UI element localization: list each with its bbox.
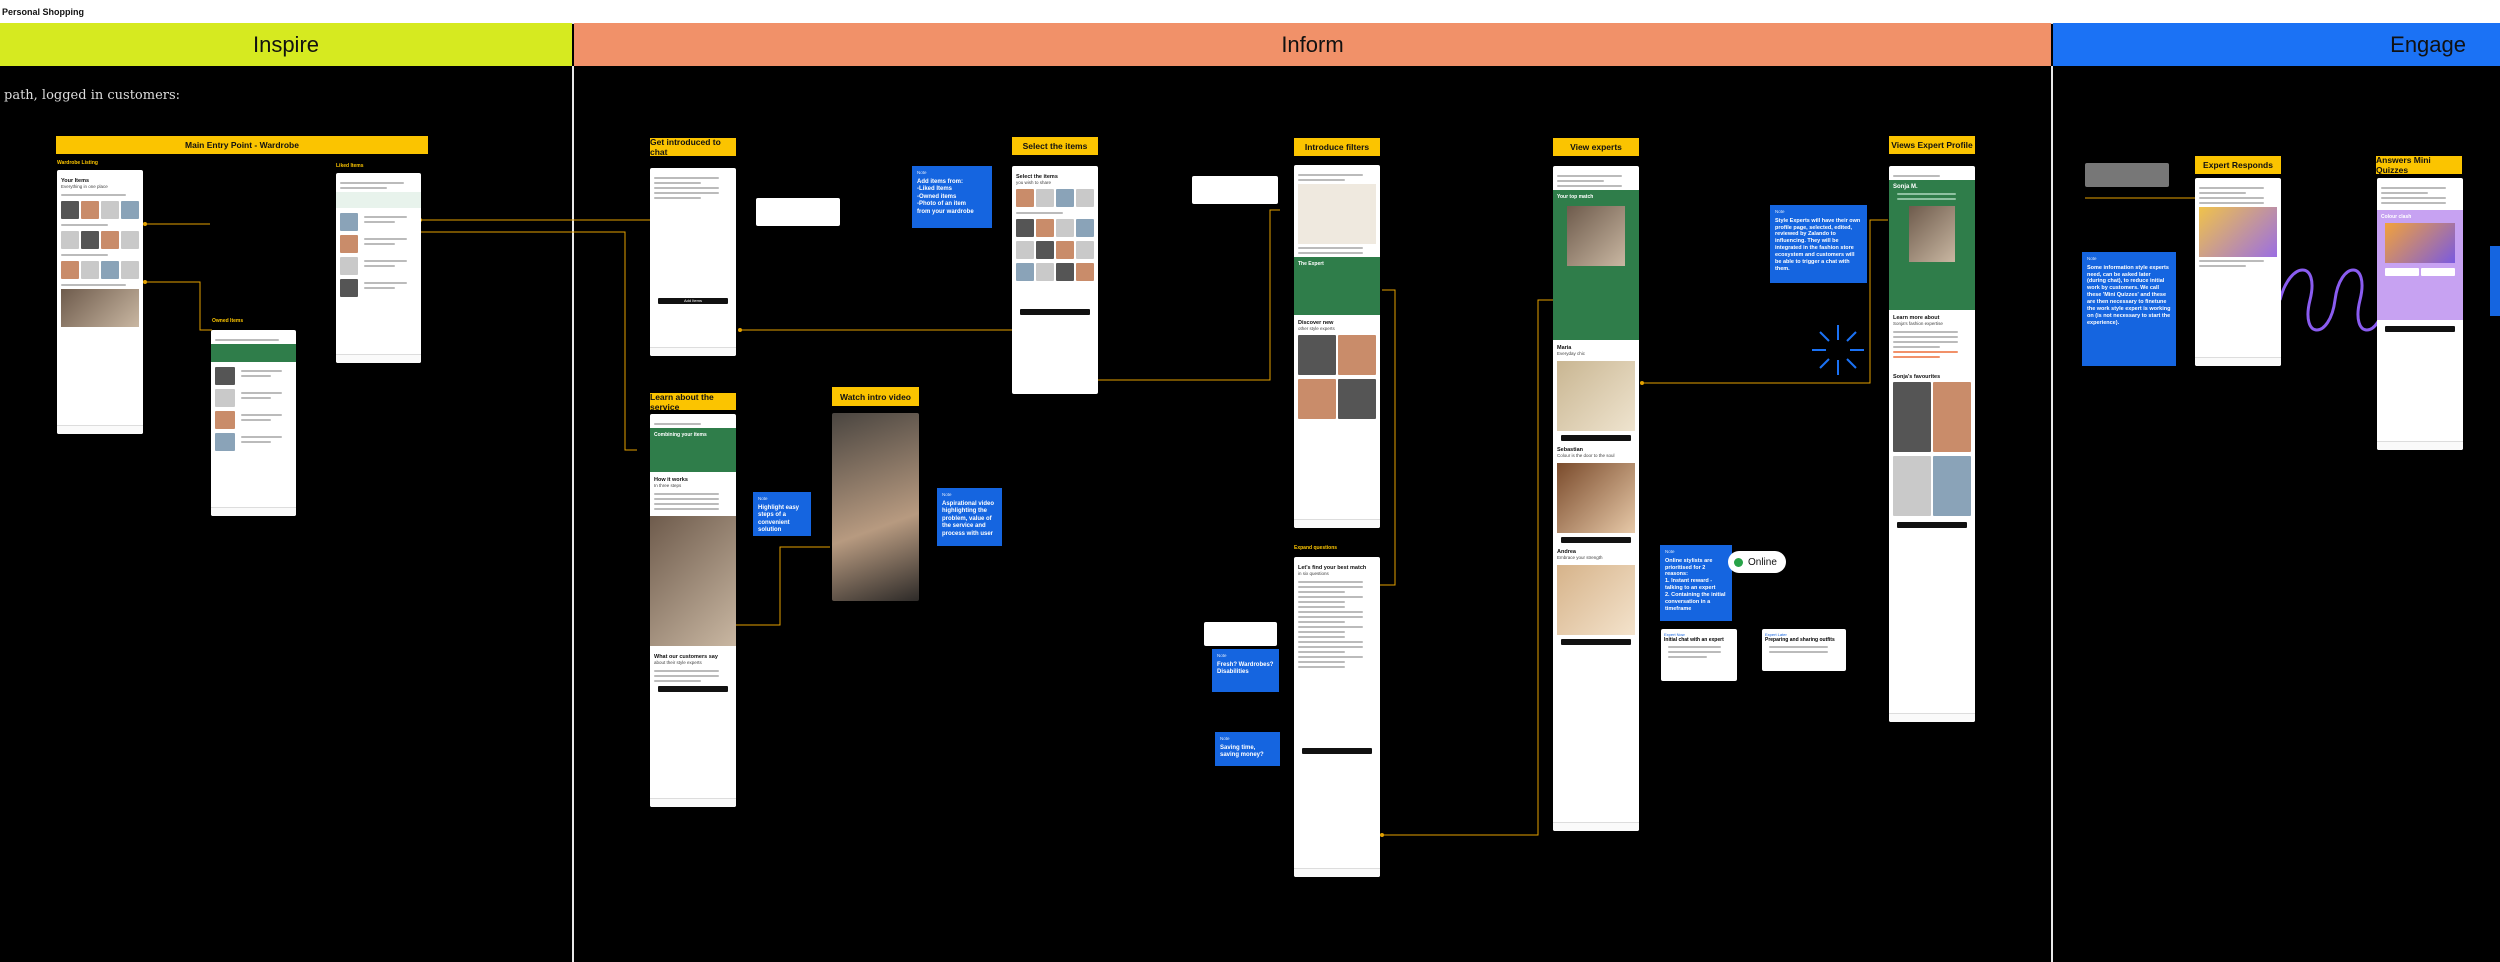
expert-name: Sonja M. [1893,184,1918,190]
connector [145,281,212,331]
section-label: Inspire [252,31,320,57]
screen-title: Your Items [61,178,90,184]
label-chat-intro: Get introduced to chat [650,137,736,157]
caption-liked-items: Liked Items [336,163,364,169]
online-label: Online [1748,556,1777,568]
section-band-engage: Engage [2053,23,2500,66]
expert-heading: The Expert [1298,261,1324,267]
connector [1380,289,1396,586]
screen-liked-items[interactable] [336,173,421,363]
screen-view-experts[interactable]: Your top match Maria Everyday chic Sebas… [1553,166,1639,831]
screen-expert-responds[interactable] [2195,178,2281,366]
connector-dot [143,222,147,226]
caption-owned-items: Owned Items [212,318,244,324]
label-view-experts: View experts [1553,138,1639,156]
section-divider [572,66,574,962]
connector [1096,209,1280,381]
add-items-button[interactable]: Add Items [658,298,728,304]
screen-select-items[interactable]: Select the items you wish to share [1012,166,1098,394]
card-preparing[interactable]: Expert Later Preparing and sharing outfi… [1762,629,1846,671]
section-band-inspire: Inspire [0,23,572,66]
online-dot-icon [1734,557,1743,567]
section-band-inform: Inform [574,23,2051,66]
connector-dot [1380,833,1384,837]
screen-chat-intro[interactable]: Add Items [650,168,736,356]
quote-card [1204,622,1277,646]
screen-learn-service[interactable]: Combining your items How it works In thr… [650,414,736,807]
chat-button[interactable] [1561,639,1631,645]
tab-bar[interactable] [57,425,143,434]
card-initial-chat[interactable]: Expert Now Initial chat with an expert [1661,629,1737,681]
share-items-button[interactable] [1020,309,1090,315]
connector-dot [738,328,742,332]
label-select-items: Select the items [1012,137,1098,155]
label-mini-quizzes: Answers Mini Quizzes [2376,155,2462,175]
chat-button[interactable] [1561,435,1631,441]
note-online-stylists: Note Online stylists are prioritised for… [1660,545,1732,621]
screen-intro-video[interactable] [832,413,919,601]
screen-questions[interactable]: Let's find your best match in six questi… [1294,557,1380,877]
label-expert-profile: Views Expert Profile [1889,136,1975,154]
note-add-items: Note Add items from: -Liked Items -Owned… [912,166,992,228]
see-matches-button[interactable] [1302,748,1372,754]
label-introduce-filters: Introduce filters [1294,138,1380,156]
online-status-pill: Online [1728,551,1786,573]
screen-expert-profile[interactable]: Sonja M. Learn more about Sonja's fashio… [1889,166,1975,722]
label-learn-service: Learn about the service [650,392,736,412]
chat-snippet [756,198,840,226]
section-label: Inform [1281,31,1344,57]
message-preview [2085,163,2169,187]
combining-title: Combining your items [654,432,707,438]
how-title: How it works [654,477,688,483]
start-button[interactable] [658,686,728,692]
connector [420,231,637,451]
how-subtitle: In three steps [654,483,682,488]
customers-title: What our customers say [654,654,718,660]
screen-mini-quizzes[interactable]: Colour clash [2377,178,2463,450]
section-label: Engage [2390,31,2466,57]
screen-filters[interactable]: The Expert Discover new other style expe… [1294,165,1380,528]
top-match-title: Your top match [1557,194,1594,200]
intro-text: path, logged in customers: [4,88,181,103]
squiggle-icon [2278,268,2387,332]
screen-owned-items[interactable] [211,330,296,516]
caption-expand-questions: Expand questions [1294,545,1338,551]
offscreen-note-fragment [2490,246,2500,316]
connector [736,546,830,626]
section-divider [2051,66,2053,962]
page-title: Personal Shopping [2,7,85,17]
filter-strip [1192,176,1278,204]
label-main-entry: Main Entry Point - Wardrobe [56,136,428,154]
screen-subtitle: Everything in one place [61,184,108,189]
label-watch-video: Watch intro video [832,387,919,406]
chat-button[interactable] [1561,537,1631,543]
customers-subtitle: about their style experts [654,660,702,665]
start-chat-button[interactable] [1897,522,1967,528]
connector [1642,219,1888,384]
connector [1382,299,1553,836]
connector-dot [143,280,147,284]
spark-icon [1812,325,1864,375]
submit-quiz-button[interactable] [2385,326,2455,332]
caption-wardrobe-listing: Wardrobe Listing [57,160,98,166]
quiz-title: Colour clash [2381,214,2412,220]
screen-wardrobe-listing[interactable]: Your Items Everything in one place [57,170,143,434]
label-expert-responds: Expert Responds [2195,156,2281,174]
connector-dot [1640,381,1644,385]
